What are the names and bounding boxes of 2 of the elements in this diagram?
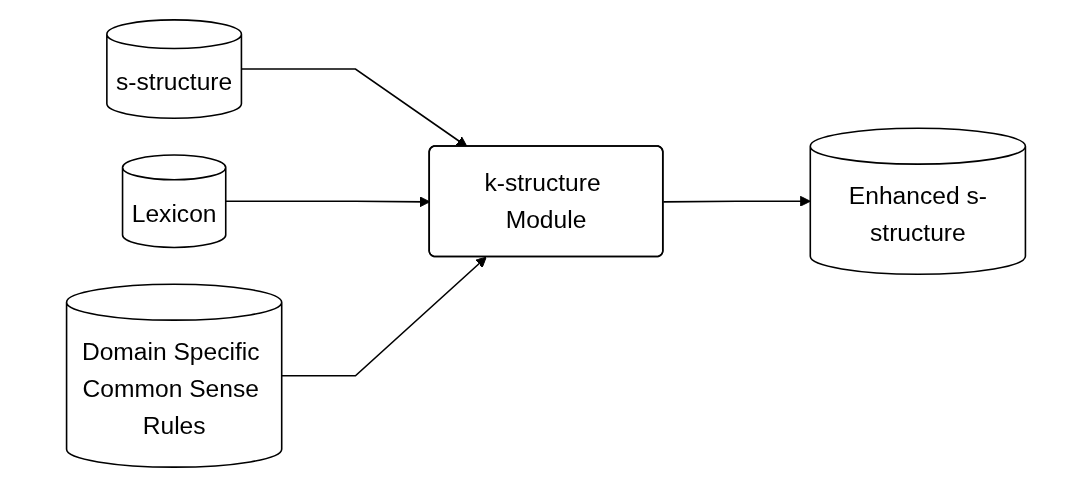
arrow [662, 195, 811, 207]
arrow [280, 256, 487, 377]
